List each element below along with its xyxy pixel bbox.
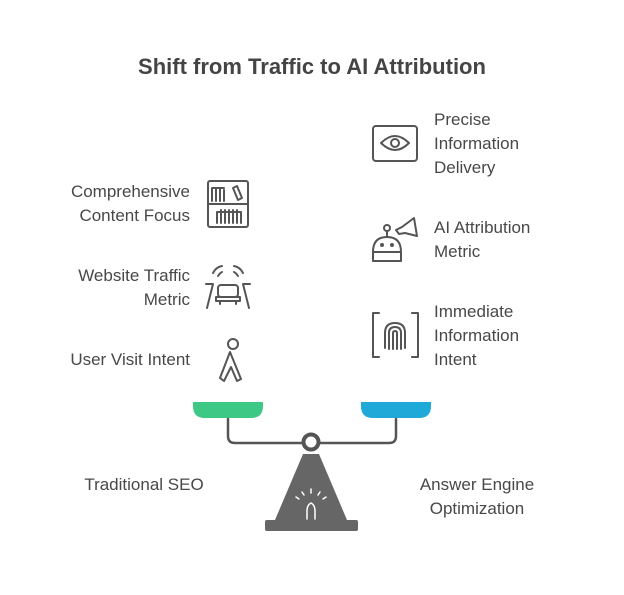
left-pan bbox=[193, 402, 263, 418]
left-item-content-focus: Comprehensive Content Focus bbox=[71, 180, 190, 228]
car-traffic-icon bbox=[205, 265, 251, 309]
label-line: Website Traffic bbox=[78, 266, 190, 285]
label-line: Comprehensive bbox=[70, 182, 190, 201]
label-line: Answer Engine bbox=[419, 475, 535, 494]
left-side-label: Traditional SEO bbox=[84, 475, 204, 494]
label-line: Content Focus bbox=[79, 206, 190, 225]
bookshelf-icon bbox=[207, 180, 249, 228]
beam bbox=[226, 417, 398, 445]
label-line: Intent bbox=[434, 350, 477, 369]
label-line: Delivery bbox=[434, 158, 496, 177]
label-line: Immediate bbox=[434, 302, 514, 321]
right-item-ai-attribution: AI Attribution Metric bbox=[434, 216, 530, 264]
right-item-precise-delivery: Precise Information Delivery bbox=[434, 108, 519, 180]
left-item-visit-intent: User Visit Intent bbox=[70, 348, 190, 372]
label-line: Information bbox=[434, 326, 520, 345]
right-side-label: Answer Engine Optimization bbox=[397, 473, 557, 521]
eye-focus-icon bbox=[372, 125, 418, 162]
label-line: Metric bbox=[434, 242, 481, 261]
left-item-traffic-metric: Website Traffic Metric bbox=[78, 264, 190, 312]
stand bbox=[275, 454, 347, 520]
balance-scale bbox=[193, 402, 431, 531]
label-line: AI Attribution bbox=[434, 218, 531, 237]
diagram-title: Shift from Traffic to AI Attribution bbox=[138, 54, 486, 79]
robot-megaphone-icon bbox=[372, 217, 418, 262]
right-pan bbox=[361, 402, 431, 418]
pivot bbox=[301, 432, 321, 452]
stand-base bbox=[265, 520, 358, 531]
label-line: Optimization bbox=[429, 499, 525, 518]
label-line: Precise bbox=[434, 110, 491, 129]
label-line: Information bbox=[434, 134, 520, 153]
fingerprint-icon bbox=[372, 312, 419, 358]
label-line: User Visit Intent bbox=[70, 350, 190, 369]
walking-person-icon bbox=[219, 338, 242, 382]
alarm-light-icon bbox=[295, 488, 327, 520]
label-line: Metric bbox=[143, 290, 190, 309]
right-item-immediate-intent: Immediate Information Intent bbox=[434, 300, 519, 372]
